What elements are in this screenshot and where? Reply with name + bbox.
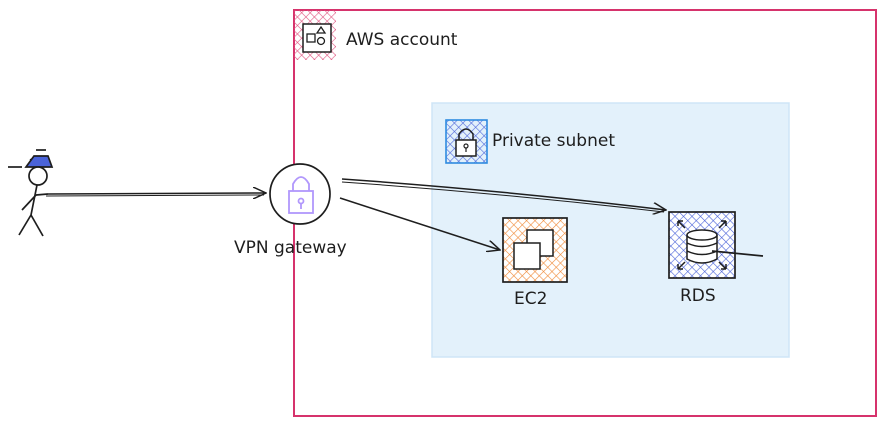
arrow-vpn-to-ec2 [339,197,500,250]
aws-account-label: AWS account [346,30,458,50]
private-subnet-lock-icon [445,119,488,164]
vpn-gateway-node: VPN gateway [234,163,347,258]
arrow-vpn-to-rds-stroke2 [341,181,665,213]
aws-account-group: AWS account [293,9,877,417]
ec2-node: EC2 [502,217,568,309]
rds-node: RDS [668,211,764,306]
lock-icon [288,176,314,214]
arrow-user-to-vpn-stroke2 [45,194,265,197]
vpn-gateway-label: VPN gateway [234,238,347,258]
private-subnet-label: Private subnet [492,131,615,151]
ec2-instances-icon [502,217,568,283]
ec2-label: EC2 [514,289,547,309]
arrow-user-to-vpn [47,193,266,194]
arrow-vpn-to-rds [341,178,666,210]
aws-account-icon [294,10,336,60]
user-stick-figure-icon [8,149,54,237]
database-icon [668,211,764,279]
rds-label: RDS [680,286,716,306]
